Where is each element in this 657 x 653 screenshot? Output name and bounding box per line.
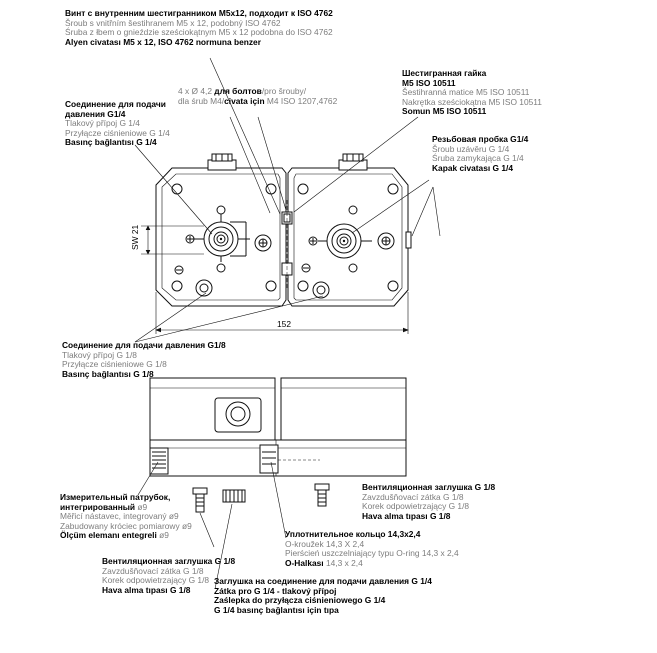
pressure-g14-ru2: давления G1/4	[65, 108, 126, 119]
measure-port-tr: Ölçüm elemanı entegreli	[60, 530, 157, 541]
sw21-text: SW 21	[130, 224, 141, 250]
width-text: 152	[277, 319, 291, 330]
top-screw-tr: Alyen civatası M5 x 12, ISO 4762 normuna…	[65, 36, 261, 47]
hex-nut-iso: M5 ISO 10511	[402, 77, 456, 88]
top-screw-pl: Śruba z łbem o gnieździe sześciokątnym M…	[65, 27, 333, 38]
measure-port-pl: Zabudowany króciec pomiarowy ø9	[60, 520, 192, 531]
plug-g14-ru: Резьбовая пробка G1/4	[432, 134, 529, 144]
pressure-g18-tr: Basınç bağlantısı G 1/8	[62, 368, 154, 379]
oring-ru: Уплотнительное кольцо 14,3x2,4	[285, 529, 421, 539]
pressure-g18-cz: Tlakový přípoj G 1/8	[62, 349, 137, 360]
blank-plug-cz: Zátka pro G 1/4 - tlakový přípoj	[214, 585, 337, 596]
blank-plug-part	[222, 489, 246, 503]
oring-tr: O-Halkası	[285, 557, 324, 568]
vent-right-cz: Zavzdušňovací zátka G 1/8	[362, 491, 464, 502]
plug-g14-cz: Šroub uzávěru G 1/4	[432, 143, 510, 154]
vent-plug-right-part	[314, 483, 330, 507]
pressure-g14-ru1: Соединение для подачи	[65, 99, 166, 109]
bolts-tr: civata için	[224, 95, 265, 106]
vent-left-ru: Вентиляционная заглушка G 1/8	[102, 556, 236, 566]
blank-plug-pl: Zaślepka do przyłącza ciśnieniowego G 1/…	[214, 595, 386, 606]
vent-right-label: Вентиляционная заглушка G 1/8 Zavzdušňov…	[362, 482, 496, 521]
blank-plug-ru: Заглушка на соединение для подачи давлен…	[214, 576, 432, 586]
hex-nut-pl: Nakrętka sześciokątna M5 ISO 10511	[402, 96, 542, 107]
hex-nut	[281, 200, 293, 290]
measure-port-cz: Měřicí nástavec, integrovaný ø9	[60, 511, 179, 522]
bolts-pl: dla śrub M4/	[178, 95, 225, 106]
oring-pl: Pierścień uszczelniający typu O-ring 14,…	[285, 548, 459, 559]
bolts-label: 4 x Ø 4,2 для болтов/pro šrouby/ dla śru…	[178, 86, 338, 106]
vent-right-pl: Korek odpowietrzający G 1/8	[362, 501, 470, 512]
oring-cz: O-kroužek 14,3 X 2,4	[285, 538, 365, 549]
pressure-g14-cz: Tlakový přípoj G 1/4	[65, 118, 140, 129]
pressure-g18-label: Соединение для подачи давления G1/8 Tlak…	[62, 340, 226, 379]
vent-left-tr: Hava alma tıpası G 1/8	[102, 584, 191, 595]
pressure-g14-label: Соединение для подачи давления G1/4 Tlak…	[65, 99, 170, 148]
measure-port-ru2-dia: ø9	[135, 501, 148, 512]
measure-port-label: Измерительный патрубок, интегрированный …	[60, 492, 192, 541]
pressure-g14-tr: Basınç bağlantısı G 1/4	[65, 137, 157, 148]
top-screw-ru: Винт с внутренним шестигранником M5x12, …	[65, 8, 333, 18]
top-view-right-block	[287, 153, 412, 307]
vent-left-pl: Korek odpowietrzający G 1/8	[102, 575, 210, 586]
bolts-iso: M4 ISO 1207,4762	[264, 95, 338, 106]
plug-g14-pl: Śruba zamykająca G 1/4	[432, 153, 524, 164]
vent-plug-left-part	[192, 487, 208, 513]
hex-nut-ru: Шестигранная гайка	[402, 68, 487, 78]
vent-right-ru: Вентиляционная заглушка G 1/8	[362, 482, 496, 492]
top-screw-label: Винт с внутренним шестигранником M5x12, …	[65, 8, 333, 47]
measure-port-tr-dia: ø9	[156, 530, 169, 541]
hex-nut-tr: Somun M5 ISO 10511	[402, 106, 487, 117]
plug-g14-label: Резьбовая пробка G1/4 Šroub uzávěru G 1/…	[432, 134, 529, 173]
measure-port-ru1: Измерительный патрубок,	[60, 492, 171, 502]
blank-plug-tr: G 1/4 basınç bağlantısı için tıpa	[214, 604, 339, 615]
pressure-g18-pl: Przyłącze ciśnieniowe G 1/8	[62, 359, 167, 370]
pressure-g18-ru: Соединение для подачи давления G1/8	[62, 340, 226, 350]
front-view	[149, 377, 407, 477]
plug-g14-tr: Kapak civatası G 1/4	[432, 162, 514, 173]
leader-lines	[134, 57, 441, 590]
vent-left-cz: Zavzdušňovací zátka G 1/8	[102, 565, 204, 576]
sw21-value: SW 21	[130, 224, 140, 250]
width-value: 152	[277, 319, 291, 329]
bolts-count: 4 x Ø 4,2	[178, 86, 212, 96]
top-screw-cz: Šroub s vnitřním šestihranem M5 x 12, po…	[65, 17, 281, 28]
hex-nut-cz: Šestihranná matice M5 ISO 10511	[402, 87, 530, 98]
blank-plug-label: Заглушка на соединение для подачи давлен…	[214, 576, 432, 615]
vent-right-tr: Hava alma tıpası G 1/8	[362, 510, 451, 521]
vent-left-label: Вентиляционная заглушка G 1/8 Zavzdušňov…	[102, 556, 236, 595]
bolts-ru: для болтов	[211, 86, 262, 96]
bolts-cz: /pro šrouby/	[261, 86, 307, 96]
hex-nut-label: Шестигранная гайка M5 ISO 10511 Šestihra…	[402, 68, 542, 117]
oring-tr-size: 14,3 x 2,4	[323, 557, 363, 568]
sw21-dimension	[141, 225, 204, 255]
oring-label: Уплотнительное кольцо 14,3x2,4 O-kroužek…	[285, 529, 459, 568]
top-view-left-block	[155, 153, 287, 307]
measure-port-ru2: интегрированный	[60, 501, 136, 512]
width-dimension	[155, 292, 409, 334]
pressure-g14-pl: Przyłącze ciśnieniowe G 1/4	[65, 127, 170, 138]
